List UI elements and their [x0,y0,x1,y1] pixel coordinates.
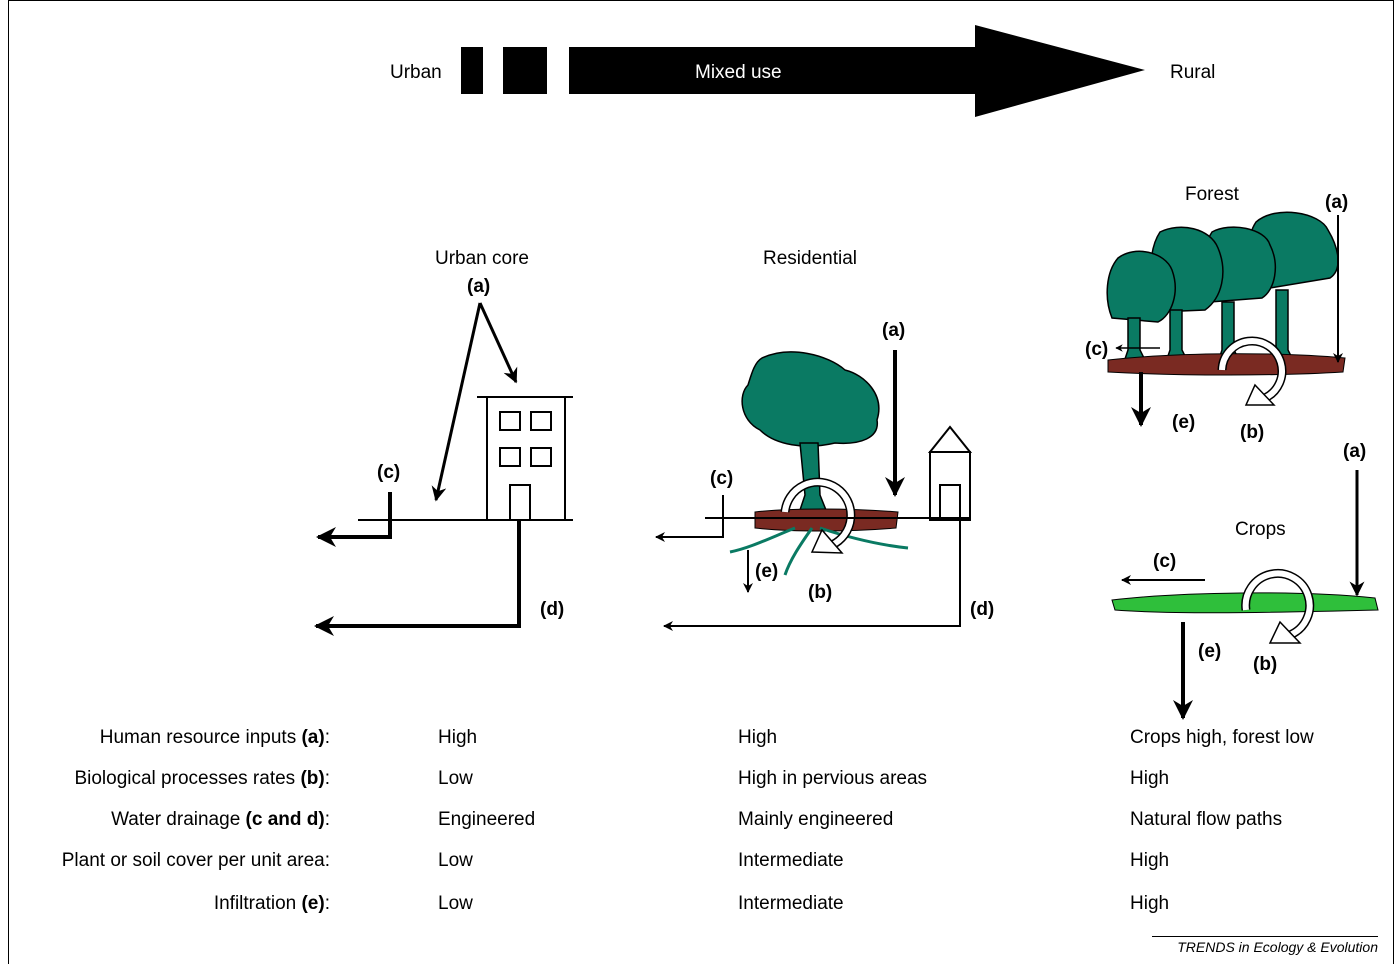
forest-marker-e: (e) [1172,412,1195,433]
crops-marker-e: (e) [1198,641,1221,662]
table-row-label: Biological processes rates (b): [74,768,330,789]
urban-marker-c: (c) [377,462,400,483]
table-cell-urban: Low [438,850,473,871]
forest-cycle-icon [1217,336,1287,406]
crops-marker-b: (b) [1253,654,1277,675]
forest-trees [1106,211,1339,363]
residential-marker-d: (d) [970,599,994,620]
figure-frame [8,0,1394,964]
table-cell-rural: Natural flow paths [1130,809,1283,830]
gradient-mixed-label: Mixed use [695,62,782,83]
residential-marker-b: (b) [808,582,832,603]
residential-marker-e: (e) [755,561,778,582]
residential-drain-arrow [663,520,961,631]
table-cell-urban: High [438,727,478,748]
table-cell-residential: Intermediate [738,893,844,914]
forest-title: Forest [1185,184,1240,205]
urban-runoff-arrows [314,492,521,636]
residential-cycle-icon [780,477,856,554]
table-cell-urban: Low [438,893,473,914]
residential-house [927,425,973,521]
urban-marker-d: (d) [540,599,564,620]
table-cell-residential: Intermediate [738,850,844,871]
table-cell-rural: Crops high, forest low [1130,727,1314,748]
journal-credit: TRENDS in Ecology & Evolution [1152,936,1378,955]
table-cell-rural: High [1130,850,1170,871]
table-row-label: Water drainage (c and d): [111,809,330,830]
urban-input-arrows [431,302,518,502]
crops-cycle-icon [1241,568,1315,644]
urban-core-title: Urban core [435,248,529,269]
gradient-rural-label: Rural [1170,62,1215,83]
residential-marker-a: (a) [882,320,905,341]
table-cell-residential: High [738,727,778,748]
forest-marker-b: (b) [1240,422,1264,443]
forest-marker-c: (c) [1085,339,1108,360]
table-row-label: Plant or soil cover per unit area: [61,850,330,871]
residential-marker-c: (c) [710,468,733,489]
crops-marker-a: (a) [1343,441,1366,462]
urban-building [358,396,573,521]
table-cell-residential: Mainly engineered [738,809,894,830]
table-row-label: Human resource inputs (a): [99,727,330,748]
gradient-arrow [461,25,1145,117]
table-cell-urban: Engineered [438,809,536,830]
crops-title: Crops [1235,519,1286,540]
table-cell-residential: High in pervious areas [738,768,928,789]
gradient-urban-label: Urban [390,62,442,83]
crops-marker-c: (c) [1153,551,1176,572]
forest-marker-a: (a) [1325,192,1348,213]
residential-tree [729,351,909,576]
table-cell-urban: Low [438,768,473,789]
table-row-label: Infiltration (e): [213,893,330,914]
residential-title: Residential [763,248,857,269]
residential-surface-runoff-arrow [655,495,724,542]
urban-marker-a: (a) [467,276,490,297]
table-cell-rural: High [1130,768,1170,789]
table-cell-rural: High [1130,893,1170,914]
